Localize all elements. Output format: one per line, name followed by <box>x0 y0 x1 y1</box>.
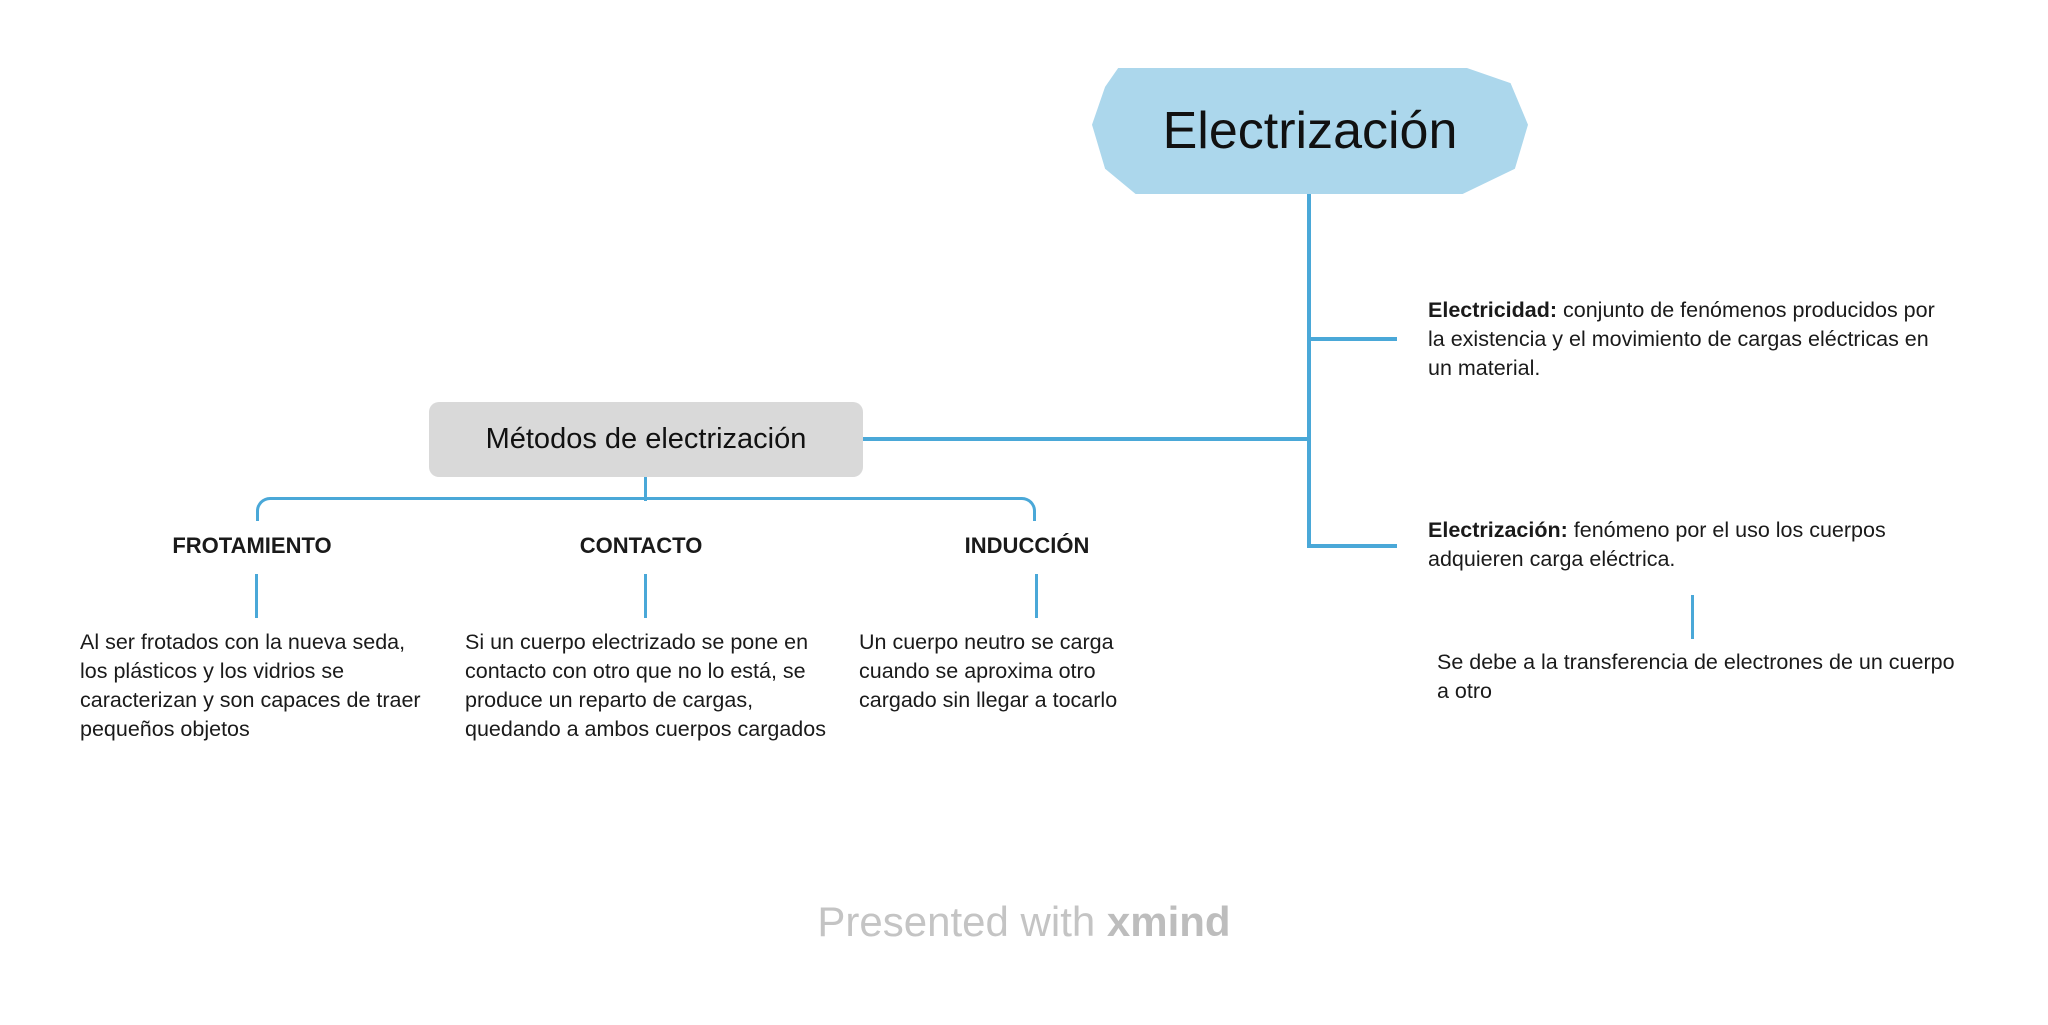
note-term: Electrización: <box>1428 518 1568 542</box>
methods-stem-line <box>644 477 647 501</box>
methods-title: Métodos de electrización <box>485 423 807 455</box>
methods-topic[interactable]: Métodos de electrización <box>429 402 863 477</box>
contacto-line <box>644 574 647 618</box>
root-title: Electrización <box>1162 102 1458 160</box>
root-trunk-line <box>1307 192 1311 548</box>
note-text: conjunto de fenómenos producidos por la … <box>1428 298 1935 380</box>
presented-with-footer: Presented with xmind <box>0 898 2048 946</box>
frotamiento-line <box>255 574 258 618</box>
method-desc-frotamiento[interactable]: Al ser frotados con la nueva seda, los p… <box>80 630 421 741</box>
method-desc-contacto[interactable]: Si un cuerpo electrizado se pone en cont… <box>465 630 826 741</box>
note-electricidad[interactable]: Electricidad: conjunto de fenómenos prod… <box>1428 296 1948 383</box>
branch-electricidad-line <box>1307 337 1397 341</box>
method-desc-induccion[interactable]: Un cuerpo neutro se carga cuando se apro… <box>859 630 1118 712</box>
branch-methods-line <box>863 437 1311 441</box>
root-topic[interactable]: Electrización <box>1092 68 1528 194</box>
method-label-frotamiento[interactable]: FROTAMIENTO <box>172 533 332 558</box>
methods-bracket <box>256 497 1036 521</box>
xmind-logo: xmind <box>1106 898 1231 945</box>
note-electrizacion[interactable]: Electrización: fenómeno por el uso los c… <box>1428 516 1948 574</box>
method-label-induccion[interactable]: INDUCCIÓN <box>964 533 1090 558</box>
footer-prefix: Presented with <box>817 898 1107 945</box>
note-term: Electricidad: <box>1428 298 1558 322</box>
note-text: fenómeno por el uso los cuerpos adquiere… <box>1428 518 1886 571</box>
induccion-line <box>1035 574 1038 618</box>
sub-note-line <box>1691 595 1694 639</box>
branch-electrizacion-line <box>1307 544 1397 548</box>
sub-note[interactable]: Se debe a la transferencia de electrones… <box>1437 650 1955 703</box>
method-label-contacto[interactable]: CONTACTO <box>579 533 703 558</box>
